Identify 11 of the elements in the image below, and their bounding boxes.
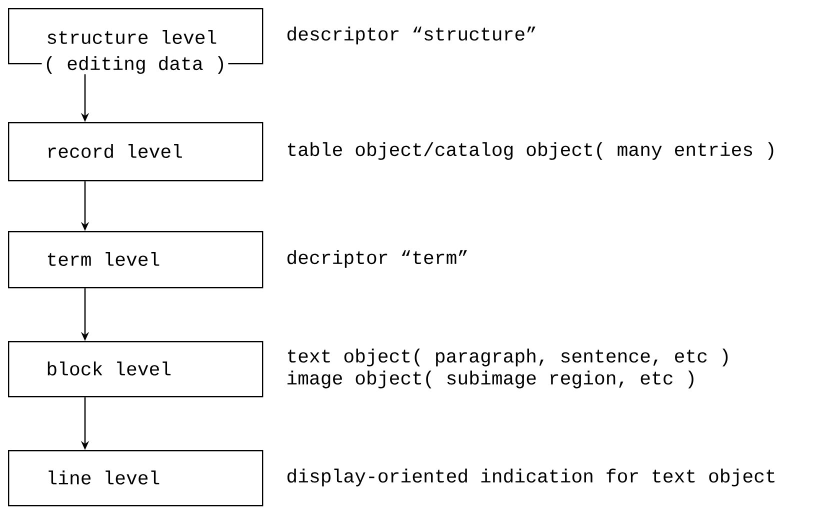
description-text: descriptor “structure”	[288, 26, 536, 44]
description-text: image object( subimage region, etc )	[288, 370, 694, 388]
level-box: term level	[8, 231, 264, 288]
level-box: block level	[8, 341, 264, 398]
level-box: structure level ( editing data )	[8, 8, 264, 76]
description-text: display-oriented indication for text object	[288, 468, 774, 486]
description-text: table object/catalog object( many entries )	[288, 142, 774, 160]
level-box: line level	[8, 450, 264, 506]
description-text: decriptor “term”	[288, 250, 467, 268]
description-text: text object( paragraph, sentence, etc )	[288, 348, 728, 366]
level-box: record level	[8, 122, 264, 182]
